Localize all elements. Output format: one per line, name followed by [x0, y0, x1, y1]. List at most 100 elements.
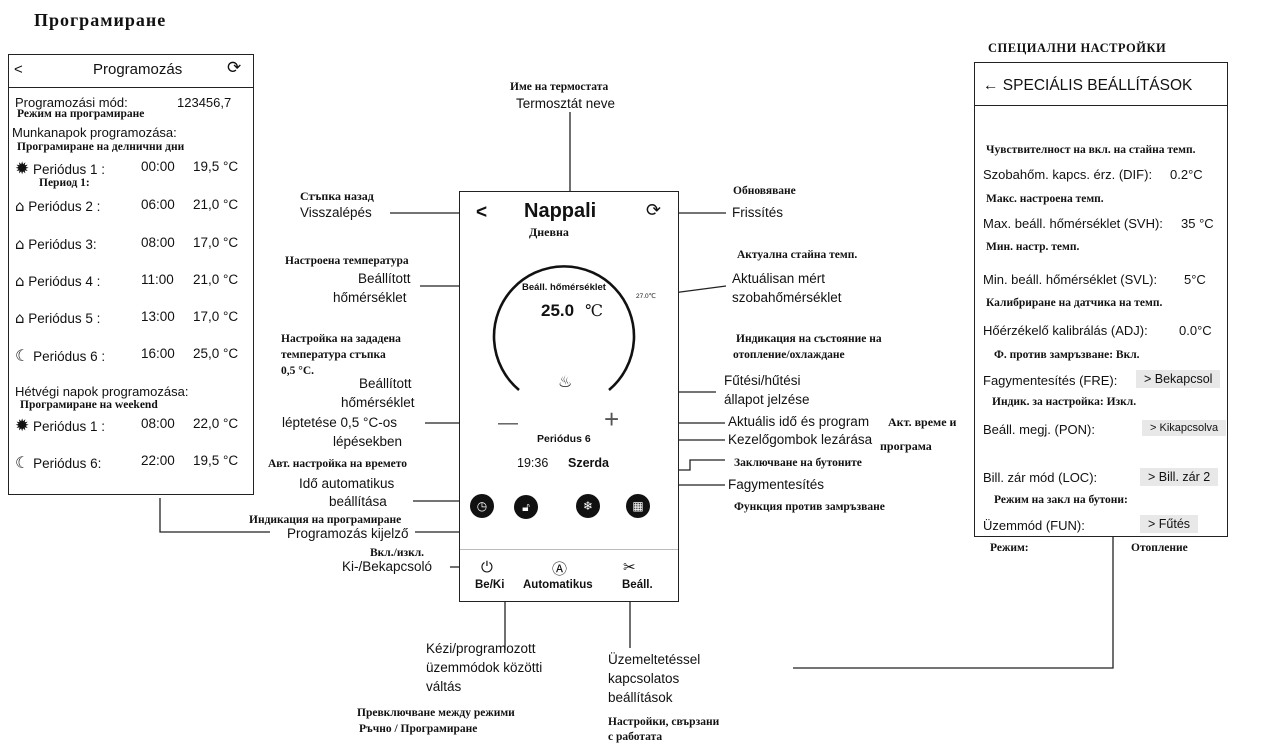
onoff-annotation-hu: Ki-/Bekapcsoló [342, 559, 433, 574]
step-annotation-hu4: lépésekben [333, 434, 403, 449]
state-annotation-bg2: отопление/охлаждане [733, 349, 845, 361]
programming-panel: < Programozás ⟳ Programozási mód: 123456… [8, 54, 254, 495]
plus-button[interactable]: + [604, 404, 620, 434]
program-icon[interactable]: ▦ [626, 494, 650, 518]
period-temp: 25,0 °C [193, 346, 239, 361]
programming-mode-bg: Режим на програмиране [17, 108, 145, 120]
list-item[interactable]: ⌂ Periódus 4 : 11:00 21,0 °C [15, 272, 238, 290]
setting-label: Üzemmód (FUN): [983, 518, 1085, 533]
auto-icon[interactable]: Ⓐ [552, 561, 568, 578]
list-item[interactable]: ☾ Periódus 6: 22:00 19,5 °C [15, 453, 238, 472]
house-arrow-icon: ⌂ [15, 197, 25, 215]
setting-row-svl[interactable]: Min. beáll. hőmérséklet (SVL): [983, 272, 1157, 287]
lock-annotation-hu: Kezelőgombok lezárása [728, 432, 873, 447]
lock-icon[interactable]: 🔓︎ [514, 495, 538, 519]
special-title[interactable]: ← SPECIÁLIS BEÁLLÍTÁSOK [983, 77, 1193, 94]
step-annotation-hu3: léptetése 0,5 °C-os [282, 415, 397, 430]
auto-time-icon[interactable]: ◷ [470, 494, 494, 518]
period-time: 00:00 [141, 159, 175, 174]
thermostat-name-bg: Дневна [529, 225, 569, 239]
current-time: 19:36 [517, 456, 549, 470]
weekend-bg: Програмиране на weekend [20, 399, 158, 411]
moon-icon: ☾ [15, 346, 30, 365]
frost-annotation-hu: Fagymentesítés [728, 477, 825, 492]
setting-value-dif[interactable]: 0.2°C [1170, 167, 1203, 182]
period-label: Periódus 5 : [28, 311, 101, 326]
nav-label[interactable]: Beáll. [622, 579, 653, 591]
minus-button[interactable]: — [498, 412, 518, 434]
setting-row-pon[interactable]: Beáll. megj. (PON): [983, 422, 1095, 437]
progind-annotation-bg: Индикация на програмиране [249, 514, 402, 526]
dif-bg: Чувствителност на вкл. на стайна темп. [986, 144, 1196, 156]
settings-annotation-bg1: Настройки, свързани [608, 716, 720, 728]
back-button[interactable]: < [476, 202, 488, 223]
back-button[interactable]: < [14, 61, 23, 78]
workdays-label: Munkanapok programozása: [12, 125, 177, 140]
refresh-icon[interactable]: ⟳ [227, 58, 242, 77]
list-item[interactable]: ⌂ Periódus 3: 08:00 17,0 °C [15, 235, 238, 253]
temperature-dial[interactable] [460, 192, 680, 602]
special-heading: СПЕЦИАЛНИ НАСТРОЙКИ [988, 41, 1167, 55]
period-time: 13:00 [141, 309, 175, 324]
list-item[interactable]: ✹ Periódus 1 : 00:00 19,5 °C [15, 159, 238, 179]
sun-icon: ✹ [15, 159, 30, 178]
weekend-label: Hétvégi napok programozása: [15, 384, 189, 399]
power-icon[interactable]: ⏻ [481, 559, 493, 576]
setting-value-pon[interactable]: > Kikapcsolva [1142, 420, 1227, 436]
setting-value-svl[interactable]: 5°C [1184, 272, 1206, 287]
setting-label: Max. beáll. hőmérséklet (SVH): [983, 216, 1163, 231]
programming-mode-value: 123456,7 [177, 95, 232, 110]
lock-annotation-bg: Заключване на бутоните [734, 457, 862, 469]
period-label: Periódus 4 : [28, 274, 101, 289]
nav-label[interactable]: Automatikus [523, 579, 593, 591]
period-temp: 17,0 °C [193, 309, 239, 324]
refresh-icon[interactable]: ⟳ [646, 200, 662, 220]
fre-bg: Ф. против замръзване: Вкл. [994, 349, 1140, 361]
setting-row-fre[interactable]: Fagymentesítés (FRE): [983, 373, 1117, 388]
period-bg: Период 1: [39, 177, 90, 189]
adj-bg: Калибриране на датчика на темп. [986, 297, 1163, 309]
state-annotation-bg1: Индикация на състояние на [736, 333, 882, 345]
roomtemp-annotation-hu2: szobahőmérséklet [732, 290, 842, 305]
flame-icon: ♨ [558, 374, 573, 391]
list-item[interactable]: ⌂ Periódus 2 : 06:00 21,0 °C [15, 197, 238, 215]
setting-value-fun[interactable]: > Fűtés [1140, 515, 1199, 533]
period-label: Periódus 1 : [33, 162, 106, 177]
setting-row-dif[interactable]: Szobahőm. kapcs. érz. (DIF): [983, 167, 1152, 182]
programming-mode-label: Programozási mód: [15, 95, 128, 110]
settemp-annotation-bg: Настроена температура [285, 255, 409, 267]
tools-icon[interactable]: ✂ [623, 559, 636, 576]
settings-annotation-hu2: kapcsolatos [608, 671, 680, 686]
workdays-bg: Програмиране на делнични дни [17, 141, 185, 153]
curtime-annotation-bg2: програма [880, 439, 932, 453]
step-annotation-bg2: температура стъпка [281, 349, 386, 361]
setting-value-loc[interactable]: > Bill. zár 2 [1140, 468, 1219, 486]
frost-icon[interactable]: ❄ [576, 494, 600, 518]
setting-row-adj[interactable]: Hőérzékelő kalibrálás (ADJ): [983, 323, 1148, 338]
page-title: Програмиране [34, 10, 167, 30]
setting-value-svh[interactable]: 35 °C [1181, 216, 1214, 231]
room-temp-value: 27.0℃ [636, 293, 656, 300]
manual-annotation-hu2: üzemmódok közötti [426, 660, 543, 675]
frost-annotation-bg: Функция против замръзване [734, 501, 885, 513]
settings-annotation-hu1: Üzemeltetéssel [608, 652, 701, 667]
period-label: Periódus 3: [28, 237, 97, 252]
settings-annotation-hu3: beállítások [608, 690, 673, 705]
house-return-icon: ⌂ [15, 309, 25, 327]
setting-value-fre[interactable]: > Bekapcsol [1136, 370, 1221, 388]
list-item[interactable]: ✹ Periódus 1 : 08:00 22,0 °C [15, 416, 238, 436]
list-item[interactable]: ☾ Periódus 6 : 16:00 25,0 °C [15, 346, 238, 365]
setting-row-svh[interactable]: Max. beáll. hőmérséklet (SVH): [983, 216, 1163, 231]
step-annotation-bg1: Настройка на зададена [281, 333, 401, 345]
list-item[interactable]: ⌂ Periódus 5 : 13:00 17,0 °C [15, 309, 238, 327]
setting-row-fun[interactable]: Üzemmód (FUN): [983, 518, 1085, 533]
settings-annotation-bg2: с работата [608, 731, 663, 743]
loc-bg: Режим на закл на бутони: [994, 494, 1128, 506]
setting-value-adj[interactable]: 0.0°C [1179, 323, 1212, 338]
nav-label[interactable]: Be/Ki [475, 579, 505, 591]
curtime-annotation-hu: Aktuális idő és program [728, 414, 870, 429]
set-temp-value: 25.0 [541, 301, 575, 320]
setting-row-loc[interactable]: Bill. zár mód (LOC): [983, 470, 1097, 485]
manual-annotation-bg1: Превключване между режими [357, 707, 515, 719]
manual-annotation-bg2: Ръчно / Програмиране [359, 723, 478, 735]
